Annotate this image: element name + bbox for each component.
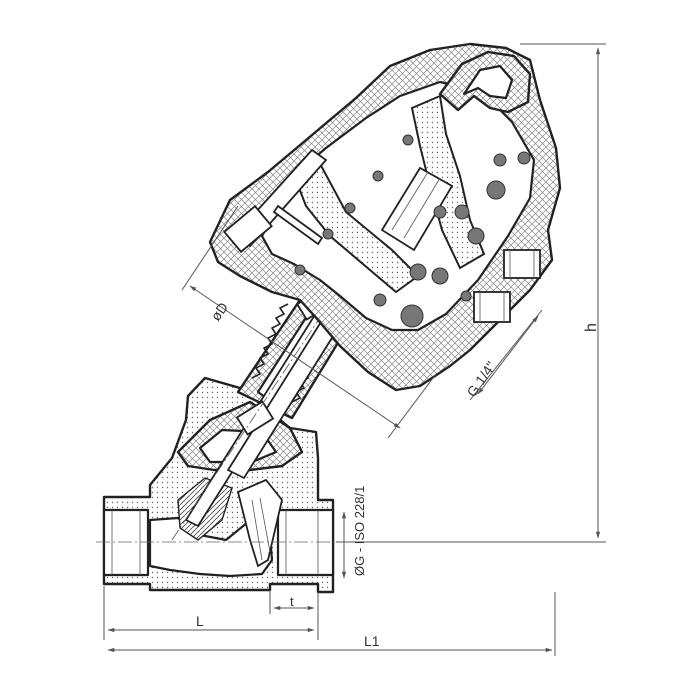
seat-lines xyxy=(251,497,271,561)
air-port-upper-lines xyxy=(509,250,535,278)
spring-coil-section xyxy=(373,293,387,307)
label-height-h: h xyxy=(583,323,600,332)
label-pipe-thread: ØG - ISO 228/1 xyxy=(352,486,367,576)
spring-coil-section xyxy=(486,180,506,200)
left-port-bore xyxy=(102,508,150,577)
right-port-thread-lines xyxy=(285,510,319,575)
valve-seat xyxy=(236,478,283,568)
spring-coil-section xyxy=(344,202,356,214)
guide-bolt xyxy=(272,204,324,246)
dim-d-extension-1 xyxy=(181,205,239,291)
label-diameter-d: øD xyxy=(207,299,231,323)
dimensions xyxy=(103,43,606,656)
spring-coil-section xyxy=(431,267,449,285)
spring-coil-section xyxy=(322,228,334,240)
spring-coil-section xyxy=(467,227,485,245)
spring-coil-section xyxy=(460,290,472,302)
guide-bracket xyxy=(223,204,273,254)
spring-coil-section xyxy=(372,170,384,182)
left-port-thread-lines xyxy=(111,510,141,575)
label-length-l1: L1 xyxy=(364,633,380,649)
spring-coil-section xyxy=(402,134,414,146)
spring-coil-section xyxy=(454,204,470,220)
spring-coil-section xyxy=(433,205,447,219)
indicator-bore xyxy=(462,64,514,100)
spring-coil-section xyxy=(493,153,507,167)
spring-coil-section xyxy=(409,263,427,281)
air-port-lower xyxy=(473,291,511,323)
spring-coil-section xyxy=(400,304,424,328)
spring-coil-section xyxy=(294,264,306,276)
label-length-l: L xyxy=(196,613,204,629)
piston xyxy=(380,166,454,252)
dim-g14-line xyxy=(477,315,539,395)
valve-body xyxy=(102,376,335,594)
spring-coil-section xyxy=(517,151,531,165)
label-thread-g14: G 1/4" xyxy=(463,358,499,399)
piston-wall-left xyxy=(294,158,420,294)
actuator xyxy=(208,42,562,392)
piston-detail xyxy=(391,171,441,239)
right-port-bore xyxy=(276,508,335,577)
label-thread-depth-t: t xyxy=(290,594,294,609)
air-port-upper xyxy=(503,249,541,279)
dim-d-line xyxy=(189,285,401,429)
